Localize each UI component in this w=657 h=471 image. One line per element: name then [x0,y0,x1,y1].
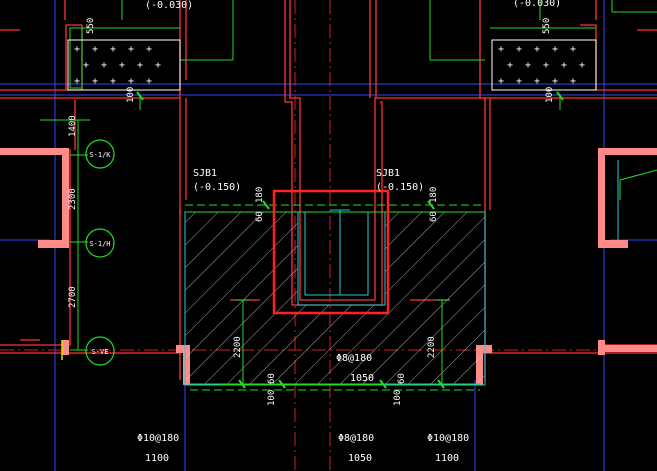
svg-text:+: + [498,44,504,55]
axis-bubble-s1h [85,228,115,258]
bottom-mid-rebar: Φ8@180 [338,433,374,444]
svg-text:+: + [74,44,80,55]
beam-right-180: 180 [429,187,439,203]
slab-rebar-label: Φ8@180 [336,353,372,364]
axis-bubble-sve [85,336,115,366]
beam-left-60: 60 [255,211,265,222]
axis-label-sve: S-VE [92,348,109,356]
axis-label-s1h: S-1/H [89,240,110,248]
svg-text:+: + [137,60,143,71]
slab-span-label: 1050 [350,373,374,384]
dim-2300: 2300 [68,188,78,210]
beam-right-name: SJB1 [376,168,400,179]
svg-text:+: + [534,76,540,87]
svg-text:+: + [543,60,549,71]
beam-right-60: 60 [429,211,439,222]
svg-text:+: + [498,76,504,87]
svg-text:+: + [525,60,531,71]
svg-text:+: + [146,76,152,87]
svg-text:+: + [552,44,558,55]
dimension-lines [40,0,657,391]
cyan-lines [304,160,619,296]
axis-label-s1k: S-1/K [89,151,111,159]
beam-right-elev: (-0.150) [376,182,424,193]
svg-text:+: + [92,76,98,87]
dim-550-right: 550 [542,18,552,34]
top-left-elevation: (-0.030) [145,0,193,11]
svg-text:+: + [92,44,98,55]
dim-1400: 1400 [68,115,78,137]
bottom-right-rebar: Φ10@180 [427,433,469,444]
bottom-right-span: 1100 [435,453,459,464]
dim-550-left: 550 [86,18,96,34]
svg-text:+: + [110,44,116,55]
bottom-left-rebar: Φ10@180 [137,433,179,444]
svg-text:+: + [74,76,80,87]
dim-100-right: 100 [545,87,555,103]
svg-text:+: + [155,60,161,71]
top-right-elevation: (-0.030) [513,0,561,9]
svg-text:+: + [146,44,152,55]
svg-text:+: + [119,60,125,71]
bottom-mid-span: 1050 [348,453,372,464]
svg-text:+: + [579,60,585,71]
slab-dim-right: 2200 [427,336,437,358]
axis-bubbles [85,139,115,366]
slab-dim-left: 2200 [233,336,243,358]
svg-text:+: + [128,76,134,87]
svg-text:+: + [507,60,513,71]
slab-100-right: 100 [393,390,403,406]
axis-bubble-s1k [85,139,115,169]
beam-left-elev: (-0.150) [193,182,241,193]
plus-pattern-fill: +++++ +++++ +++++ +++++ +++++ +++++ [74,44,585,87]
slab-100-left: 100 [267,390,277,406]
svg-text:+: + [561,60,567,71]
pattern-borders [67,39,597,91]
beam-left-name: SJB1 [193,168,217,179]
dim-ticks [136,91,564,389]
dim-2700: 2700 [68,286,78,308]
beam-left-180: 180 [255,187,265,203]
dim-100-left: 100 [126,87,136,103]
svg-text:+: + [570,76,576,87]
slab-area [184,211,486,386]
slab-60-right: 60 [397,373,407,384]
svg-text:+: + [110,76,116,87]
slab-60-left: 60 [267,373,277,384]
svg-text:+: + [128,44,134,55]
svg-text:+: + [83,60,89,71]
svg-text:+: + [516,44,522,55]
svg-text:+: + [552,76,558,87]
highlight-selection-box[interactable] [272,189,390,315]
svg-text:+: + [516,76,522,87]
svg-text:+: + [101,60,107,71]
bottom-left-span: 1100 [145,453,169,464]
svg-text:+: + [570,44,576,55]
svg-text:+: + [534,44,540,55]
